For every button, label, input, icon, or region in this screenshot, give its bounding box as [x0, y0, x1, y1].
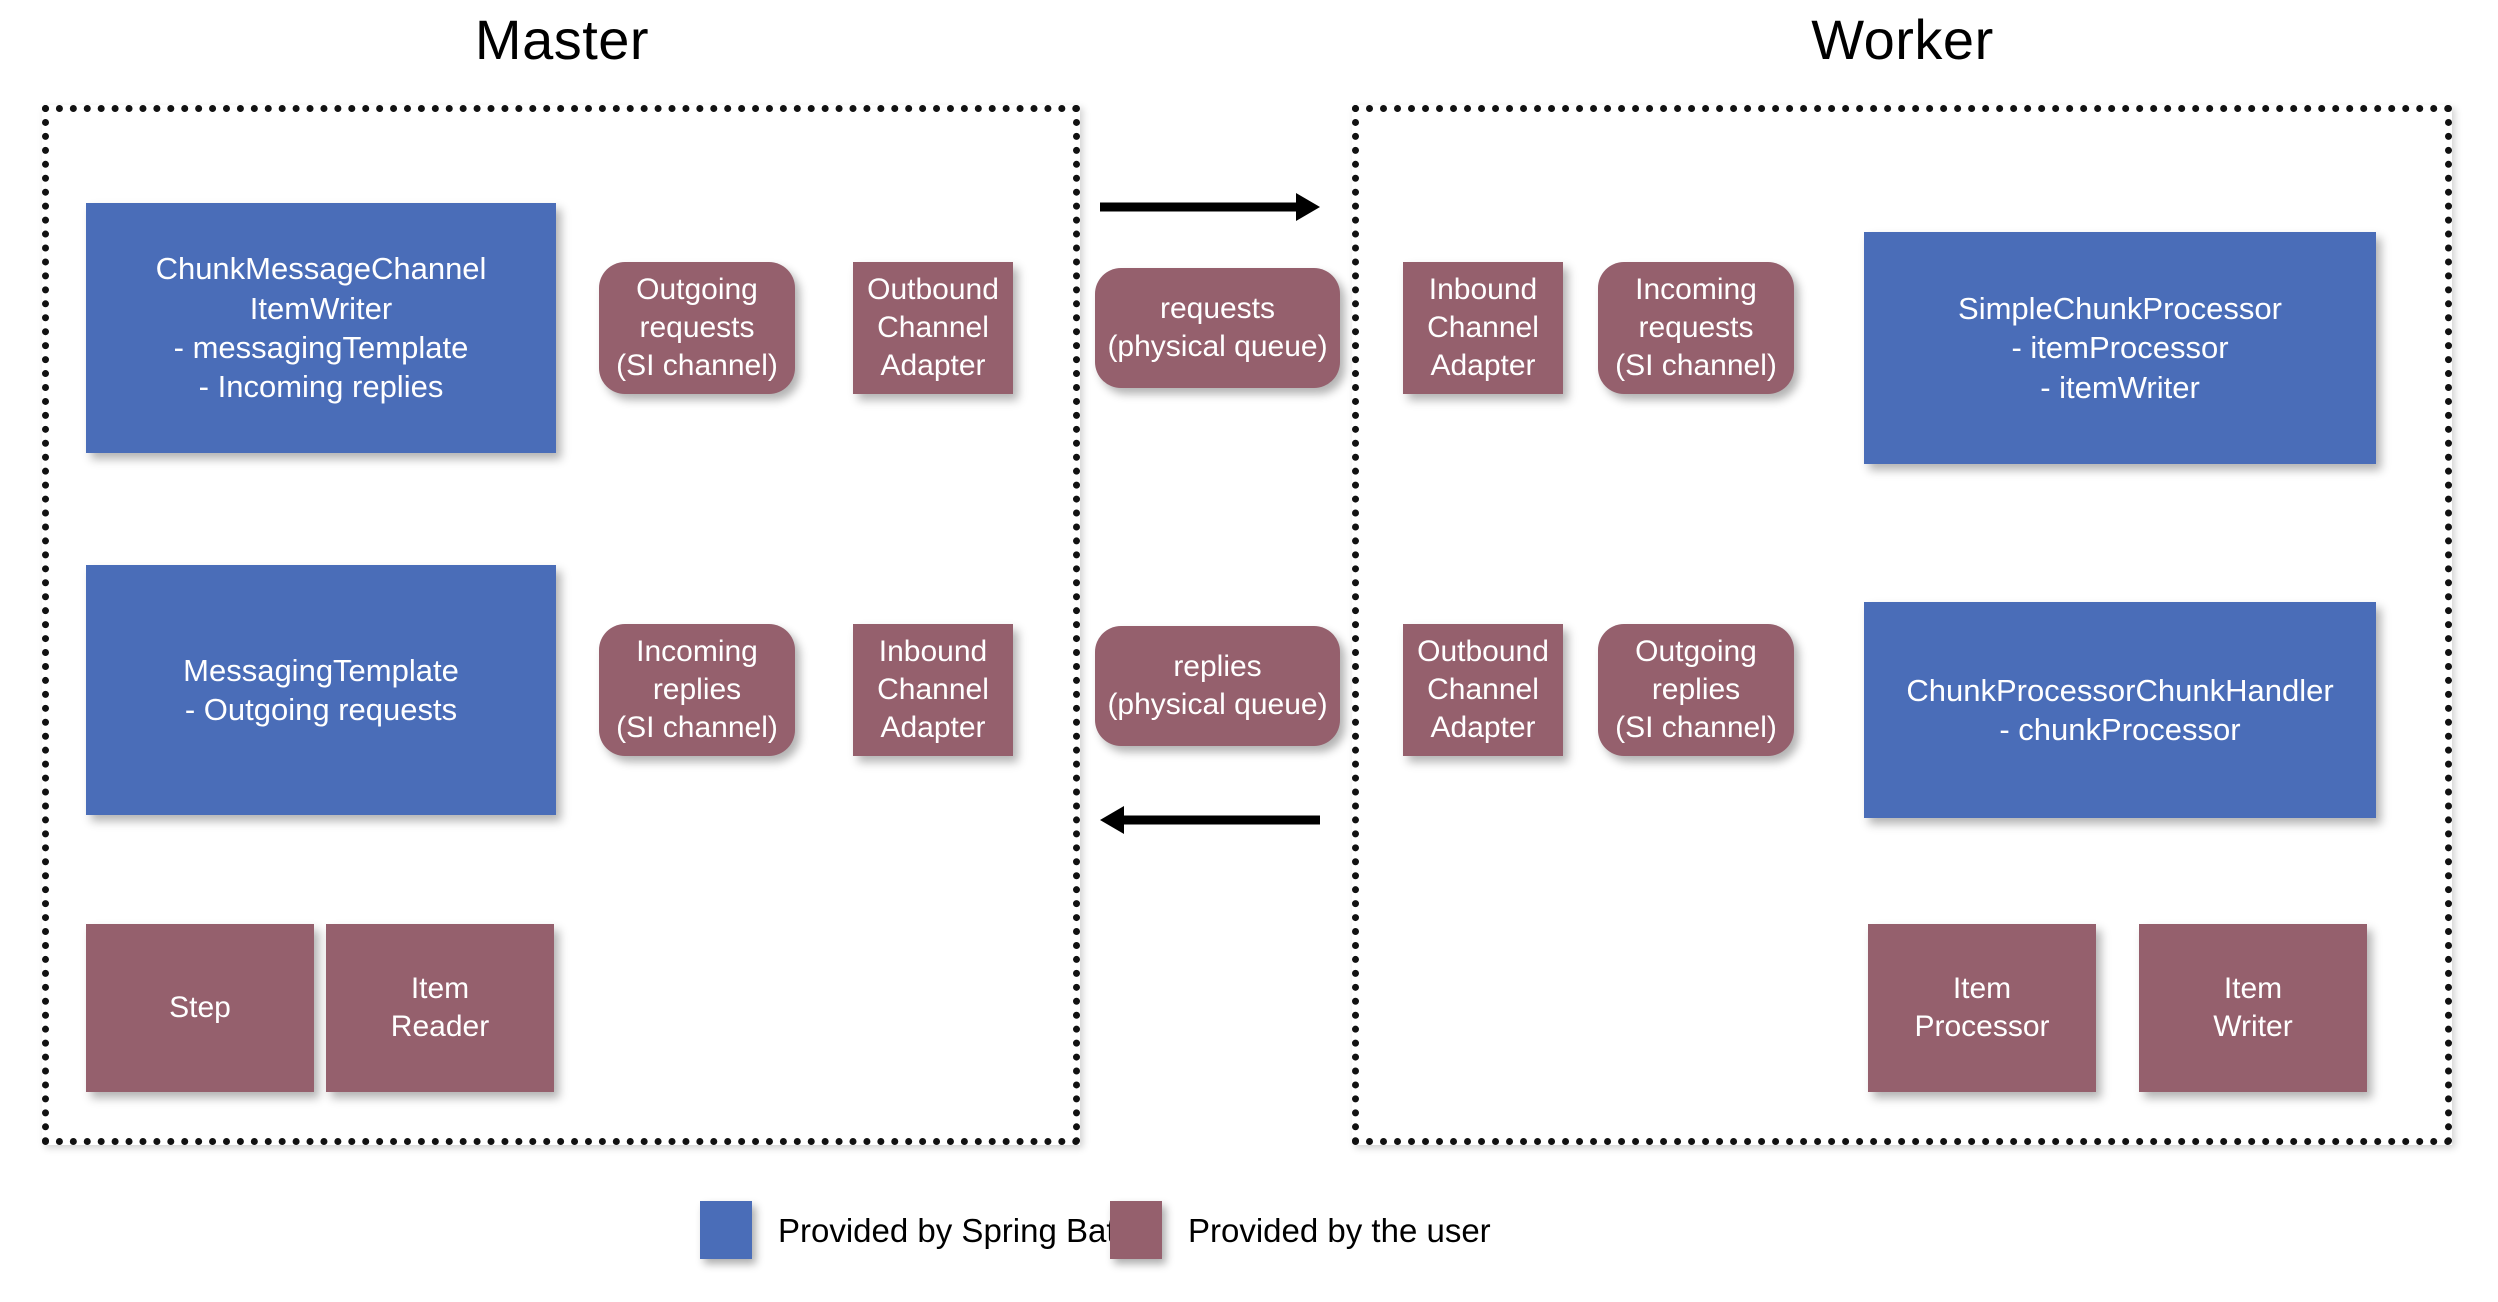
legend: Provided by Spring Batch Provided by the… — [700, 1200, 1800, 1270]
node-master-outbound-channel-adapter[interactable]: Outbound Channel Adapter — [853, 262, 1013, 394]
node-item-processor[interactable]: Item Processor — [1868, 924, 2096, 1092]
node-chunk-message-channel-item-writer[interactable]: ChunkMessageChannel ItemWriter - messagi… — [86, 203, 556, 453]
legend-swatch-user — [1110, 1201, 1162, 1259]
node-step[interactable]: Step — [86, 924, 314, 1092]
node-replies-physical-queue[interactable]: replies (physical queue) — [1095, 626, 1340, 746]
node-master-incoming-replies-channel[interactable]: Incoming replies (SI channel) — [599, 624, 795, 756]
legend-item-spring-batch: Provided by Spring Batch — [700, 1200, 1150, 1260]
node-master-inbound-channel-adapter[interactable]: Inbound Channel Adapter — [853, 624, 1013, 756]
legend-label-spring-batch: Provided by Spring Batch — [778, 1211, 1151, 1249]
node-requests-physical-queue[interactable]: requests (physical queue) — [1095, 268, 1340, 388]
node-worker-inbound-channel-adapter[interactable]: Inbound Channel Adapter — [1403, 262, 1563, 394]
node-chunk-processor-chunk-handler[interactable]: ChunkProcessorChunkHandler - chunkProces… — [1864, 602, 2376, 818]
node-messaging-template[interactable]: MessagingTemplate - Outgoing requests — [86, 565, 556, 815]
node-master-outgoing-requests-channel[interactable]: Outgoing requests (SI channel) — [599, 262, 795, 394]
panel-title-worker: Worker — [1811, 8, 1994, 71]
legend-label-user: Provided by the user — [1188, 1211, 1491, 1249]
node-worker-outbound-channel-adapter[interactable]: Outbound Channel Adapter — [1403, 624, 1563, 756]
arrow-left-replies — [1100, 803, 1320, 837]
legend-swatch-spring-batch — [700, 1201, 752, 1259]
panel-title-master: Master — [474, 8, 650, 71]
node-item-writer[interactable]: Item Writer — [2139, 924, 2367, 1092]
group-panel-master — [42, 105, 1080, 1145]
group-panel-worker — [1352, 105, 2452, 1145]
arrow-right-requests — [1100, 190, 1320, 224]
node-worker-incoming-requests-channel[interactable]: Incoming requests (SI channel) — [1598, 262, 1794, 394]
node-item-reader[interactable]: Item Reader — [326, 924, 554, 1092]
legend-item-user: Provided by the user — [1110, 1200, 1491, 1260]
node-worker-outgoing-replies-channel[interactable]: Outgoing replies (SI channel) — [1598, 624, 1794, 756]
node-simple-chunk-processor[interactable]: SimpleChunkProcessor - itemProcessor - i… — [1864, 232, 2376, 464]
